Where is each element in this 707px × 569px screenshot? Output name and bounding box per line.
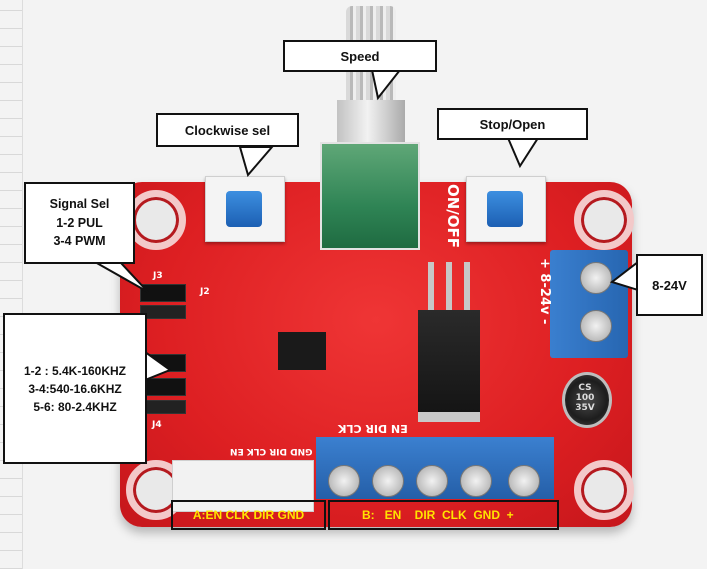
silk-j3: J3 — [153, 271, 163, 281]
frequency-line-2: 3-4:540-16.6KHZ — [28, 381, 122, 396]
power-screw-1[interactable] — [580, 262, 612, 294]
power-screw-2[interactable] — [580, 310, 612, 342]
label-connector-a: A:EN CLK DIR GND — [171, 500, 326, 530]
signal-sel-line-1: 1-2 PUL — [56, 215, 103, 230]
frequency-line-3: 5-6: 80-2.4KHZ — [33, 399, 117, 414]
signal-screw-4[interactable] — [460, 465, 492, 497]
clockwise-switch-cap[interactable] — [226, 191, 262, 227]
ic-chip — [278, 332, 326, 370]
power-terminal[interactable] — [550, 250, 628, 358]
label-connector-b: B: EN DIR CLK GND + — [328, 500, 559, 530]
signal-screw-2[interactable] — [372, 465, 404, 497]
signal-terminal-row[interactable] — [316, 437, 554, 499]
potentiometer-neck — [337, 100, 405, 144]
callout-speed: Speed — [283, 40, 437, 72]
silk-j2: J2 — [200, 287, 210, 297]
regulator-leg-3 — [464, 262, 470, 312]
silk-cap-value: CS 100 35V — [575, 383, 595, 413]
callout-stop-open: Stop/Open — [437, 108, 588, 140]
signal-screw-3[interactable] — [416, 465, 448, 497]
signal-sel-title: Signal Sel — [49, 196, 110, 211]
regulator-leg-2 — [446, 262, 452, 312]
electrolytic-capacitor — [562, 372, 612, 428]
mount-hole-bottom-right — [574, 460, 634, 520]
callout-signal-sel: Signal Sel 1-2 PUL 3-4 PWM — [24, 182, 135, 264]
jumper-j2-b — [140, 305, 186, 319]
callout-frequency: 1-2 : 5.4K-160KHZ 3-4:540-16.6KHZ 5-6: 8… — [3, 313, 147, 464]
frequency-line-1: 1-2 : 5.4K-160KHZ — [23, 363, 127, 378]
signal-screw-1[interactable] — [328, 465, 360, 497]
callout-clockwise: Clockwise sel — [156, 113, 299, 147]
callout-voltage: 8-24V — [636, 254, 703, 316]
small-connector[interactable] — [172, 460, 314, 512]
stop-open-switch[interactable] — [466, 176, 546, 242]
mount-hole-top-right — [574, 190, 634, 250]
regulator-leg-1 — [428, 262, 434, 312]
signal-sel-line-2: 3-4 PWM — [53, 234, 106, 249]
stop-open-switch-cap[interactable] — [487, 191, 523, 227]
signal-screw-5[interactable] — [508, 465, 540, 497]
clockwise-switch[interactable] — [205, 176, 285, 242]
silk-j4: J4 — [152, 420, 162, 430]
jumper-j2-a[interactable] — [140, 284, 186, 302]
voltage-regulator — [418, 310, 480, 422]
potentiometer-body — [320, 142, 420, 250]
